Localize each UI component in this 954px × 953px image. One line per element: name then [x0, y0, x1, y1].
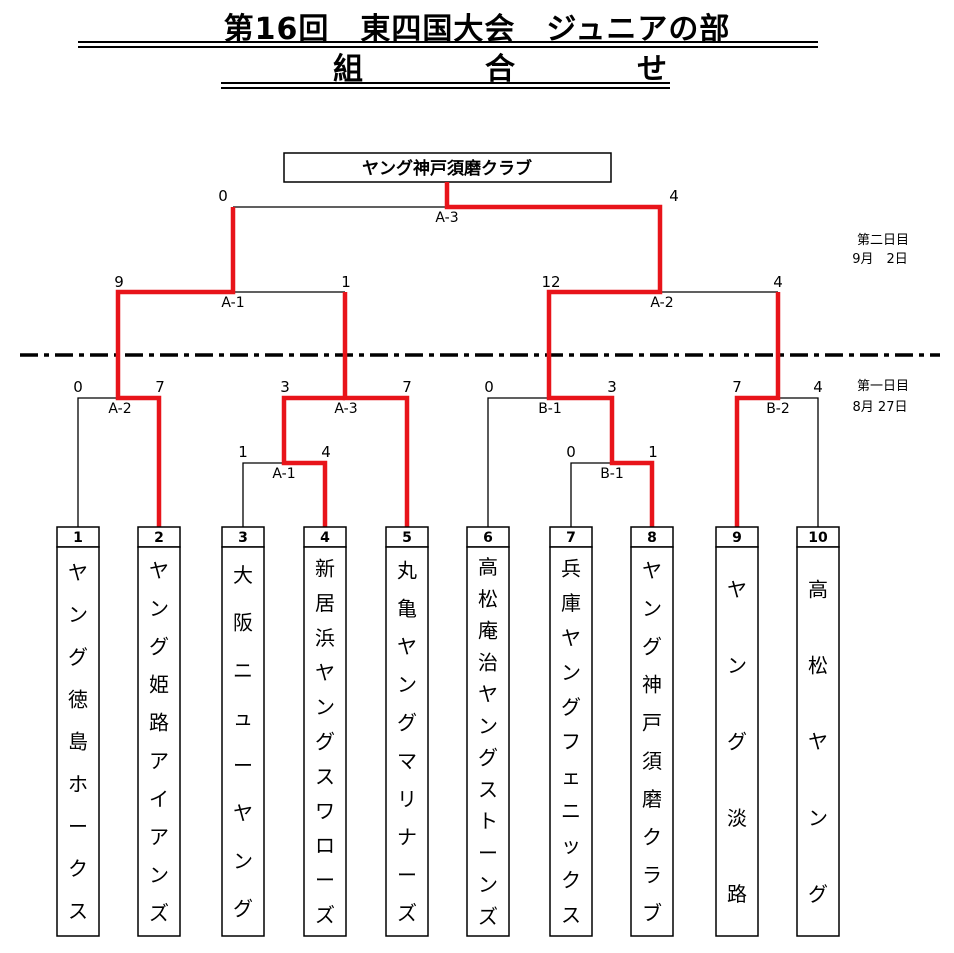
match-label-r2-a2: A-2 — [650, 295, 673, 311]
team-number: 7 — [566, 530, 576, 546]
team-number: 10 — [808, 530, 828, 546]
score: 7 — [732, 378, 742, 396]
day1-label: 第一日目 — [857, 379, 909, 394]
team-box: 3 大阪ニューヤング — [221, 526, 265, 937]
team-name: 大阪ニューヤング — [233, 563, 253, 920]
team-name: 兵庫ヤングフェニックス — [561, 557, 581, 927]
team-name: ヤング神戸須磨クラブ — [642, 558, 662, 925]
score: 0 — [484, 378, 494, 396]
match-label-final: A-3 — [435, 210, 458, 226]
score: 12 — [541, 273, 560, 291]
score: 0 — [566, 443, 576, 461]
team-name: 高松庵治ヤングストーンズ — [478, 555, 498, 928]
team-number: 9 — [732, 530, 742, 546]
team-number: 4 — [320, 530, 330, 546]
score: 1 — [648, 443, 658, 461]
team-box: 8 ヤング神戸須磨クラブ — [630, 526, 674, 937]
team-number: 2 — [154, 530, 164, 546]
score: 4 — [773, 273, 783, 291]
champion-name: ヤング神戸須磨クラブ — [362, 158, 532, 179]
team-name-cell — [303, 546, 347, 937]
score: 3 — [607, 378, 617, 396]
team-number: 3 — [238, 530, 248, 546]
score: 3 — [280, 378, 290, 396]
team-name: ヤング姫路アイアンズ — [149, 558, 169, 925]
match-label-r1-a3: A-3 — [334, 401, 357, 417]
score: 0 — [73, 378, 83, 396]
team-box: 2 ヤング姫路アイアンズ — [137, 526, 181, 937]
team-name: ヤング淡路 — [727, 577, 747, 906]
team-name-cell — [715, 546, 759, 937]
score: 7 — [155, 378, 165, 396]
score: 0 — [218, 187, 228, 205]
team-name-cell — [796, 546, 840, 937]
score: 4 — [813, 378, 823, 396]
match-label-r1-b1: B-1 — [538, 401, 562, 417]
team-name: ヤング徳島ホークス — [68, 560, 88, 923]
match-label-r2-a1: A-1 — [221, 295, 244, 311]
bracket-lines — [77, 206, 819, 527]
team-name: 新居浜ヤングスワローズ — [315, 557, 335, 927]
team-name-cell — [385, 546, 429, 937]
score: 4 — [321, 443, 331, 461]
day2-label: 第二日目 — [857, 233, 909, 248]
team-number: 6 — [483, 530, 493, 546]
score: 1 — [238, 443, 248, 461]
team-name: 高松ヤング — [808, 577, 828, 906]
team-name-cell — [221, 546, 265, 937]
score: 4 — [669, 187, 679, 205]
team-box: 10 高松ヤング — [796, 526, 840, 937]
score: 9 — [114, 273, 124, 291]
team-box: 1 ヤング徳島ホークス — [56, 526, 100, 937]
team-name-cell — [56, 546, 100, 937]
team-box: 7 兵庫ヤングフェニックス — [549, 526, 593, 937]
page-subtitle: 組 合 せ — [333, 52, 713, 87]
title-underline — [78, 41, 818, 48]
match-label-r0-b1: B-1 — [600, 466, 624, 482]
score: 1 — [341, 273, 351, 291]
team-box: 9 ヤング淡路 — [715, 526, 759, 937]
day2-date: 9月 2日 — [852, 252, 908, 267]
team-number: 8 — [647, 530, 657, 546]
team-box: 5 丸亀ヤングマリナーズ — [385, 526, 429, 937]
winner-paths — [115, 182, 781, 527]
team-number: 1 — [73, 530, 83, 546]
score: 7 — [402, 378, 412, 396]
champion-box — [283, 152, 612, 183]
team-box: 4 新居浜ヤングスワローズ — [303, 526, 347, 937]
team-name-cell — [137, 546, 181, 937]
subtitle-underline — [221, 82, 670, 89]
team-name-cell — [549, 546, 593, 937]
match-label-r1-b2: B-2 — [766, 401, 790, 417]
team-name-cell — [466, 546, 510, 937]
teams-layer: 1 ヤング徳島ホークス 2 ヤング姫路アイアンズ 3 大阪ニューヤング 4 新居浜ヤングスワロ… — [56, 526, 840, 937]
team-name: 丸亀ヤングマリナーズ — [397, 558, 417, 925]
team-box: 6 高松庵治ヤングストーンズ — [466, 526, 510, 937]
day1-date: 8月 27日 — [853, 400, 908, 415]
team-number: 5 — [402, 530, 412, 546]
team-name-cell — [630, 546, 674, 937]
match-label-r1-a2: A-2 — [108, 401, 131, 417]
match-label-r0-a1: A-1 — [272, 466, 295, 482]
